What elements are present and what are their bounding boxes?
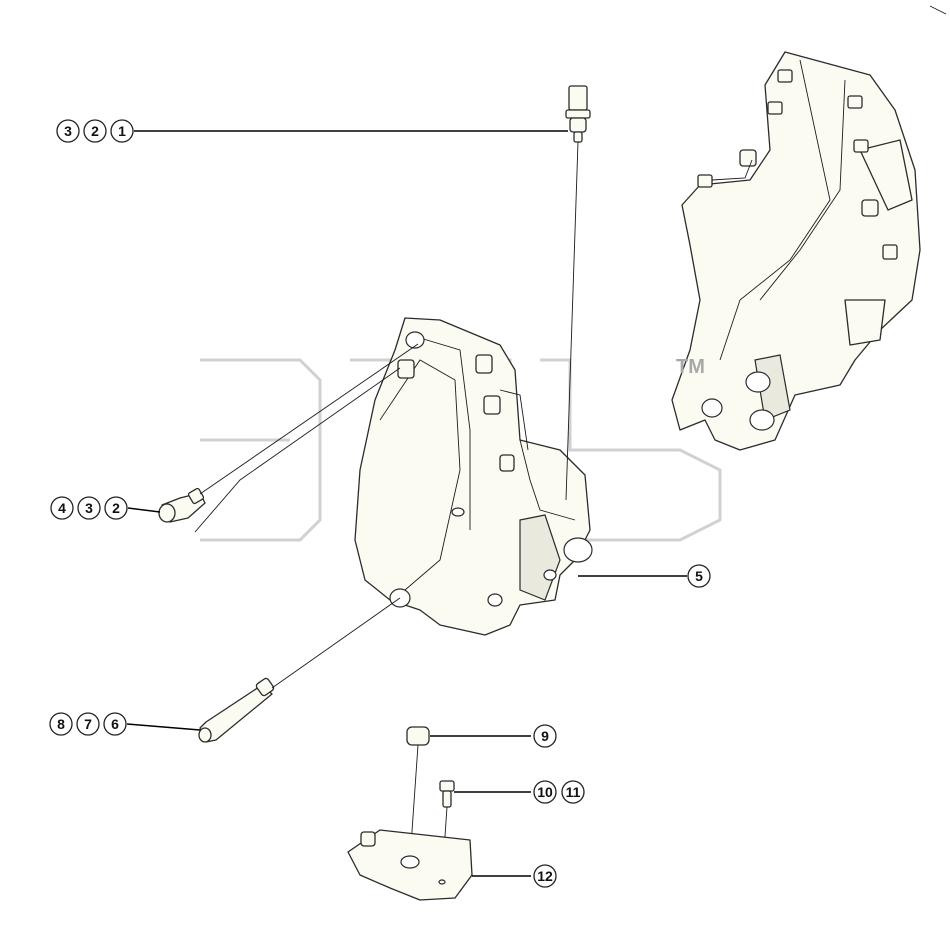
bracket-bolt	[697, 174, 713, 188]
callout-badge: 1	[110, 119, 134, 143]
watermark-tm: TM	[676, 356, 705, 378]
bracket-bolt	[739, 149, 757, 167]
rear-support-bracket	[671, 51, 921, 451]
bracket-bolt	[499, 454, 515, 472]
plug-cap	[406, 726, 430, 746]
bracket-bolt	[767, 101, 783, 115]
bracket-bolt	[475, 354, 493, 374]
callout-badge: 10	[533, 780, 557, 804]
callout-badge: 5	[687, 564, 711, 588]
leader-6	[126, 723, 201, 731]
svg-text:3: 3	[64, 123, 72, 139]
callout-badge: 9	[533, 724, 557, 748]
pivot-pin	[198, 677, 275, 743]
grease-fitting	[158, 487, 206, 523]
pin-install-line	[271, 597, 401, 689]
fitting-install-line	[199, 343, 419, 495]
callout-badge: 7	[76, 712, 100, 736]
callout-badge: 4	[50, 496, 74, 520]
bracket-bolt	[853, 139, 869, 153]
svg-text:12: 12	[537, 868, 553, 884]
callout-8-7-6: 8 7 6	[49, 712, 127, 736]
callout-badge: 3	[77, 496, 101, 520]
callout-badge: 2	[104, 496, 128, 520]
callout-9: 9	[533, 724, 557, 748]
callout-badge: 6	[103, 712, 127, 736]
callout-12: 12	[533, 864, 557, 888]
bolt-install-line	[565, 141, 579, 501]
callout-badge: 2	[83, 119, 107, 143]
bracket-bolt	[483, 395, 501, 415]
bracket-bolt	[847, 95, 863, 109]
leader-2	[127, 507, 161, 513]
svg-text:2: 2	[91, 123, 99, 139]
cover-plate	[347, 829, 473, 901]
callout-10-11: 10 11	[533, 780, 585, 804]
corner-mark	[929, 5, 947, 15]
bracket-bolt	[882, 244, 898, 260]
grease-fitting-bolt	[565, 85, 591, 143]
callout-3-2-1: 3 2 1	[56, 119, 134, 143]
svg-text:4: 4	[58, 500, 66, 516]
svg-text:6: 6	[111, 716, 119, 732]
svg-text:10: 10	[537, 784, 553, 800]
callout-5: 5	[687, 564, 711, 588]
svg-text:2: 2	[112, 500, 120, 516]
svg-text:8: 8	[57, 716, 65, 732]
bracket-bolt	[861, 199, 879, 217]
svg-text:7: 7	[84, 716, 92, 732]
callout-badge: 3	[56, 119, 80, 143]
svg-text:9: 9	[541, 728, 549, 744]
bracket-bolt	[777, 69, 793, 83]
callout-badge: 11	[561, 780, 585, 804]
callout-badge: 12	[533, 864, 557, 888]
callout-badge: 8	[49, 712, 73, 736]
svg-text:5: 5	[695, 568, 703, 584]
svg-text:1: 1	[118, 123, 126, 139]
cover-screw	[439, 780, 455, 808]
bracket-bolt	[397, 359, 415, 379]
callout-4-3-2: 4 3 2	[50, 496, 128, 520]
svg-text:11: 11	[566, 784, 581, 800]
front-support-bracket	[354, 317, 593, 636]
svg-text:3: 3	[85, 500, 93, 516]
